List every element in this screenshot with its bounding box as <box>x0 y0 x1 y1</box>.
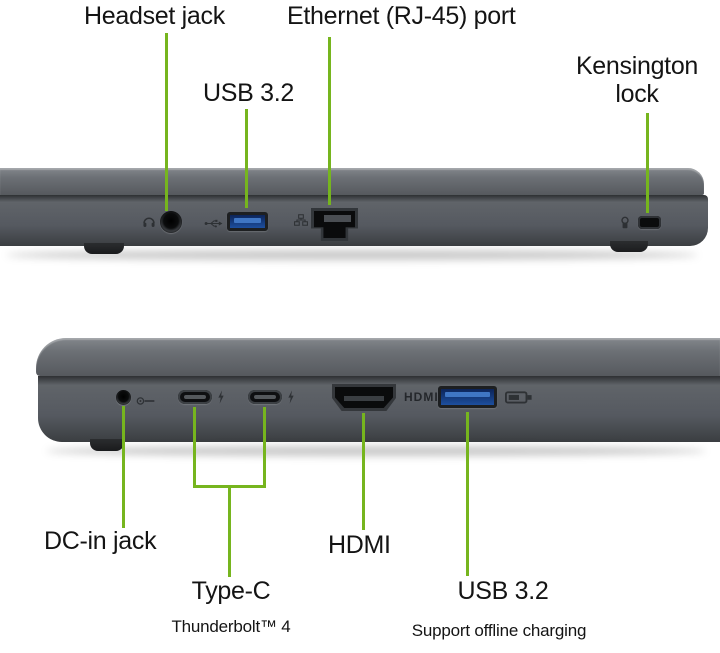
hdmi-port <box>332 384 396 411</box>
callout-line-ethernet <box>328 37 331 205</box>
usb-c-thunderbolt-port <box>248 390 282 404</box>
thunderbolt-icon <box>287 390 295 404</box>
ethernet-icon <box>294 213 308 226</box>
rubber-foot <box>610 241 648 252</box>
usb-battery-charging-icon <box>505 388 533 405</box>
hdmi-port-recess <box>335 387 393 408</box>
usb-port-tongue <box>234 218 261 223</box>
kensington-lock-slot <box>638 216 661 229</box>
label-hdmi: HDMI <box>328 531 391 559</box>
label-headset-jack: Headset jack <box>84 2 225 30</box>
usb-icon <box>204 216 223 228</box>
label-type-c: Type-C <box>191 577 271 605</box>
callout-line-usb-bottom <box>466 412 469 576</box>
headset-jack-port <box>160 211 182 233</box>
callout-line-type-c-stem <box>228 488 231 577</box>
dc-plug-icon <box>136 393 155 405</box>
laptop-left-side-view: HDMI <box>36 338 720 458</box>
laptop-shadow <box>46 446 706 456</box>
label-usb-3-2-top: USB 3.2 <box>203 79 295 107</box>
label-usb-3-2-bottom: USB 3.2 <box>457 577 549 605</box>
usb-port-tongue <box>445 392 490 397</box>
thunderbolt-icon <box>217 390 225 404</box>
label-kensington-line1: Kensington <box>575 52 699 80</box>
laptop-shadow <box>6 250 698 260</box>
usb-a-port <box>438 386 497 408</box>
ethernet-port-contacts <box>324 215 351 222</box>
label-ethernet-port: Ethernet (RJ-45) port <box>287 2 516 30</box>
callout-line-hdmi <box>362 413 365 530</box>
laptop-lid-edge <box>0 168 704 195</box>
callout-line-dc-in <box>122 406 125 528</box>
hdmi-printed-logo: HDMI <box>404 390 439 404</box>
usb-c-thunderbolt-port <box>178 390 212 404</box>
callout-line-type-c-2 <box>263 407 266 488</box>
usb-c-slot <box>184 395 206 399</box>
laptop-right-side-view <box>0 168 708 260</box>
kensington-lock-icon <box>619 216 631 229</box>
callout-line-type-c-bridge <box>193 485 266 488</box>
label-dc-in-jack: DC-in jack <box>44 527 157 555</box>
callout-line-headset <box>165 33 168 211</box>
callout-line-type-c-1 <box>193 407 196 488</box>
usb-c-slot <box>254 395 276 399</box>
callout-line-kensington <box>646 113 649 213</box>
callout-line-usb-top <box>245 109 248 208</box>
laptop-lid-edge <box>36 338 720 376</box>
rubber-foot <box>90 439 124 451</box>
label-kensington-lock: Kensington lock <box>558 52 716 108</box>
headset-icon <box>142 215 156 229</box>
usb-a-port <box>227 212 268 231</box>
dc-in-port <box>116 390 131 405</box>
rubber-foot <box>84 243 124 254</box>
label-support-offline-charging: Support offline charging <box>411 621 587 640</box>
label-thunderbolt-4: Thunderbolt™ 4 <box>171 617 291 636</box>
hdmi-port-tongue <box>344 396 384 401</box>
label-kensington-line2: lock <box>615 80 659 108</box>
